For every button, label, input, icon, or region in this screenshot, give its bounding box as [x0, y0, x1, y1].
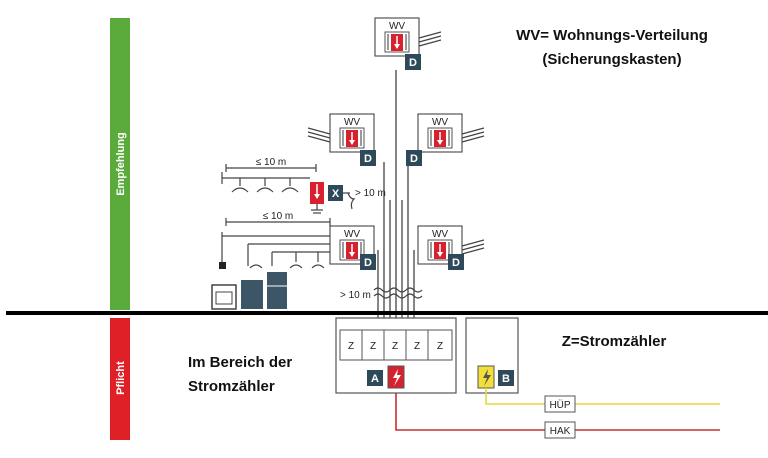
- device-x: X: [310, 182, 356, 214]
- meter-z-2: Z: [370, 341, 376, 352]
- upper-circuit: [221, 164, 317, 193]
- svg-text:D: D: [409, 57, 417, 69]
- wv-box-right-upper: WV D: [406, 113, 485, 166]
- svg-text:HÜP: HÜP: [549, 399, 570, 411]
- recommendation-label: Empfehlung: [115, 132, 127, 196]
- meter-z-5: Z: [437, 341, 443, 352]
- legend-z: Z=Stromzähler: [562, 333, 667, 350]
- device-a-label: A: [371, 373, 379, 385]
- hak-box: HAK: [544, 421, 576, 439]
- dist-upper: ≤ 10 m: [256, 157, 287, 168]
- svg-text:WV: WV: [344, 229, 360, 240]
- svg-text:D: D: [452, 257, 460, 269]
- svg-text:X: X: [332, 188, 340, 200]
- gt-10m-upper: > 10 m: [355, 188, 386, 199]
- meter-z-4: Z: [414, 341, 420, 352]
- meter-panel: Z Z Z Z Z A: [335, 317, 457, 394]
- dist-lower: ≤ 10 m: [263, 211, 294, 222]
- riser-break: [373, 287, 423, 299]
- wv-box-left-upper: WV D: [307, 113, 376, 166]
- hup-box: HÜP: [544, 395, 576, 413]
- junction: [219, 262, 226, 269]
- svg-text:D: D: [364, 257, 372, 269]
- lower-circuit: [221, 218, 331, 269]
- legend-wv-line1: WV= Wohnungs-Verteilung: [516, 27, 708, 44]
- svg-text:WV: WV: [344, 117, 360, 128]
- area-label-line2: Stromzähler: [188, 378, 275, 395]
- recommendation-bar: [110, 18, 130, 310]
- appliances: [211, 272, 287, 310]
- device-b-label: B: [502, 373, 510, 385]
- service-lines: [395, 388, 720, 431]
- gt-10m-lower: > 10 m: [340, 290, 371, 301]
- area-label-line1: Im Bereich der: [188, 354, 292, 371]
- legend-wv-line2: (Sicherungskasten): [542, 51, 681, 68]
- device-b-box: B: [465, 317, 519, 394]
- wv-box-top: WV D: [374, 17, 442, 70]
- svg-text:WV: WV: [432, 117, 448, 128]
- svg-text:WV: WV: [432, 229, 448, 240]
- wv-box-left-lower: WV D: [329, 225, 376, 270]
- obligation-label: Pflicht: [115, 361, 127, 395]
- svg-text:WV: WV: [389, 21, 405, 32]
- meter-z-3: Z: [392, 341, 398, 352]
- obligation-bar: [110, 318, 130, 440]
- meter-z-1: Z: [348, 341, 354, 352]
- svg-text:D: D: [364, 153, 372, 165]
- svg-text:D: D: [410, 153, 418, 165]
- wv-box-right-lower: WV D: [417, 225, 485, 270]
- svg-text:HAK: HAK: [550, 426, 571, 437]
